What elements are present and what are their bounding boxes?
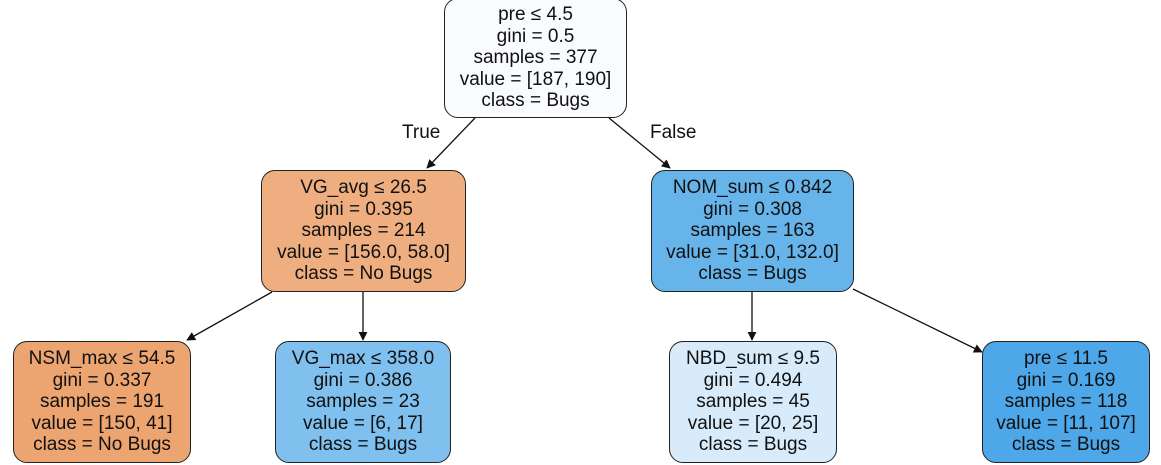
edge-left-to-ll: [186, 291, 273, 341]
node-split: NSM_max ≤ 54.5: [28, 348, 176, 370]
tree-node-left: VG_avg ≤ 26.5 gini = 0.395 samples = 214…: [261, 170, 466, 292]
node-gini: gini = 0.395: [314, 198, 413, 220]
edge-right-to-rr: [852, 288, 983, 353]
node-gini: gini = 0.494: [703, 369, 803, 391]
node-class: class = Bugs: [1011, 434, 1121, 456]
node-gini: gini = 0.308: [703, 198, 802, 220]
tree-node-root: pre ≤ 4.5 gini = 0.5 samples = 377 value…: [444, 0, 627, 118]
node-class: class = Bugs: [481, 90, 590, 112]
node-value: value = [150, 41]: [31, 412, 173, 434]
node-value: value = [11, 107]: [996, 412, 1136, 434]
node-gini: gini = 0.169: [1016, 369, 1116, 391]
node-class: class = Bugs: [698, 434, 808, 456]
node-class: class = Bugs: [698, 263, 807, 285]
node-gini: gini = 0.5: [496, 25, 575, 47]
node-samples: samples = 191: [39, 391, 165, 413]
node-split: NBD_sum ≤ 9.5: [686, 348, 820, 370]
node-class: class = Bugs: [308, 434, 418, 456]
node-value: value = [31.0, 132.0]: [666, 241, 839, 263]
tree-node-left-right: VG_max ≤ 358.0 gini = 0.386 samples = 23…: [275, 341, 451, 463]
node-class: class = No Bugs: [294, 263, 433, 285]
tree-node-right: NOM_sum ≤ 0.842 gini = 0.308 samples = 1…: [651, 170, 854, 292]
tree-node-right-right: pre ≤ 11.5 gini = 0.169 samples = 118 va…: [982, 341, 1150, 463]
node-samples: samples = 214: [301, 220, 426, 242]
node-gini: gini = 0.386: [313, 369, 413, 391]
node-class: class = No Bugs: [33, 434, 171, 456]
tree-node-left-left: NSM_max ≤ 54.5 gini = 0.337 samples = 19…: [13, 341, 191, 463]
node-value: value = [6, 17]: [303, 412, 423, 434]
node-samples: samples = 118: [1004, 391, 1128, 413]
edge-label-true: True: [402, 122, 441, 143]
node-gini: gini = 0.337: [52, 369, 152, 391]
node-split: VG_max ≤ 358.0: [291, 348, 435, 370]
edge-root-to-right: [608, 117, 671, 169]
tree-node-right-left: NBD_sum ≤ 9.5 gini = 0.494 samples = 45 …: [669, 341, 837, 463]
node-value: value = [187, 190]: [459, 68, 612, 90]
node-split: NOM_sum ≤ 0.842: [672, 177, 833, 199]
node-split: pre ≤ 11.5: [1023, 348, 1108, 370]
node-value: value = [20, 25]: [687, 412, 819, 434]
node-samples: samples = 23: [306, 391, 420, 413]
node-samples: samples = 45: [696, 391, 810, 413]
edge-label-false: False: [650, 122, 697, 143]
node-split: pre ≤ 4.5: [498, 4, 573, 26]
edge-root-to-left: [426, 117, 476, 169]
node-samples: samples = 377: [473, 47, 598, 69]
node-samples: samples = 163: [690, 220, 815, 242]
node-split: VG_avg ≤ 26.5: [300, 177, 427, 199]
node-value: value = [156.0, 58.0]: [277, 241, 450, 263]
